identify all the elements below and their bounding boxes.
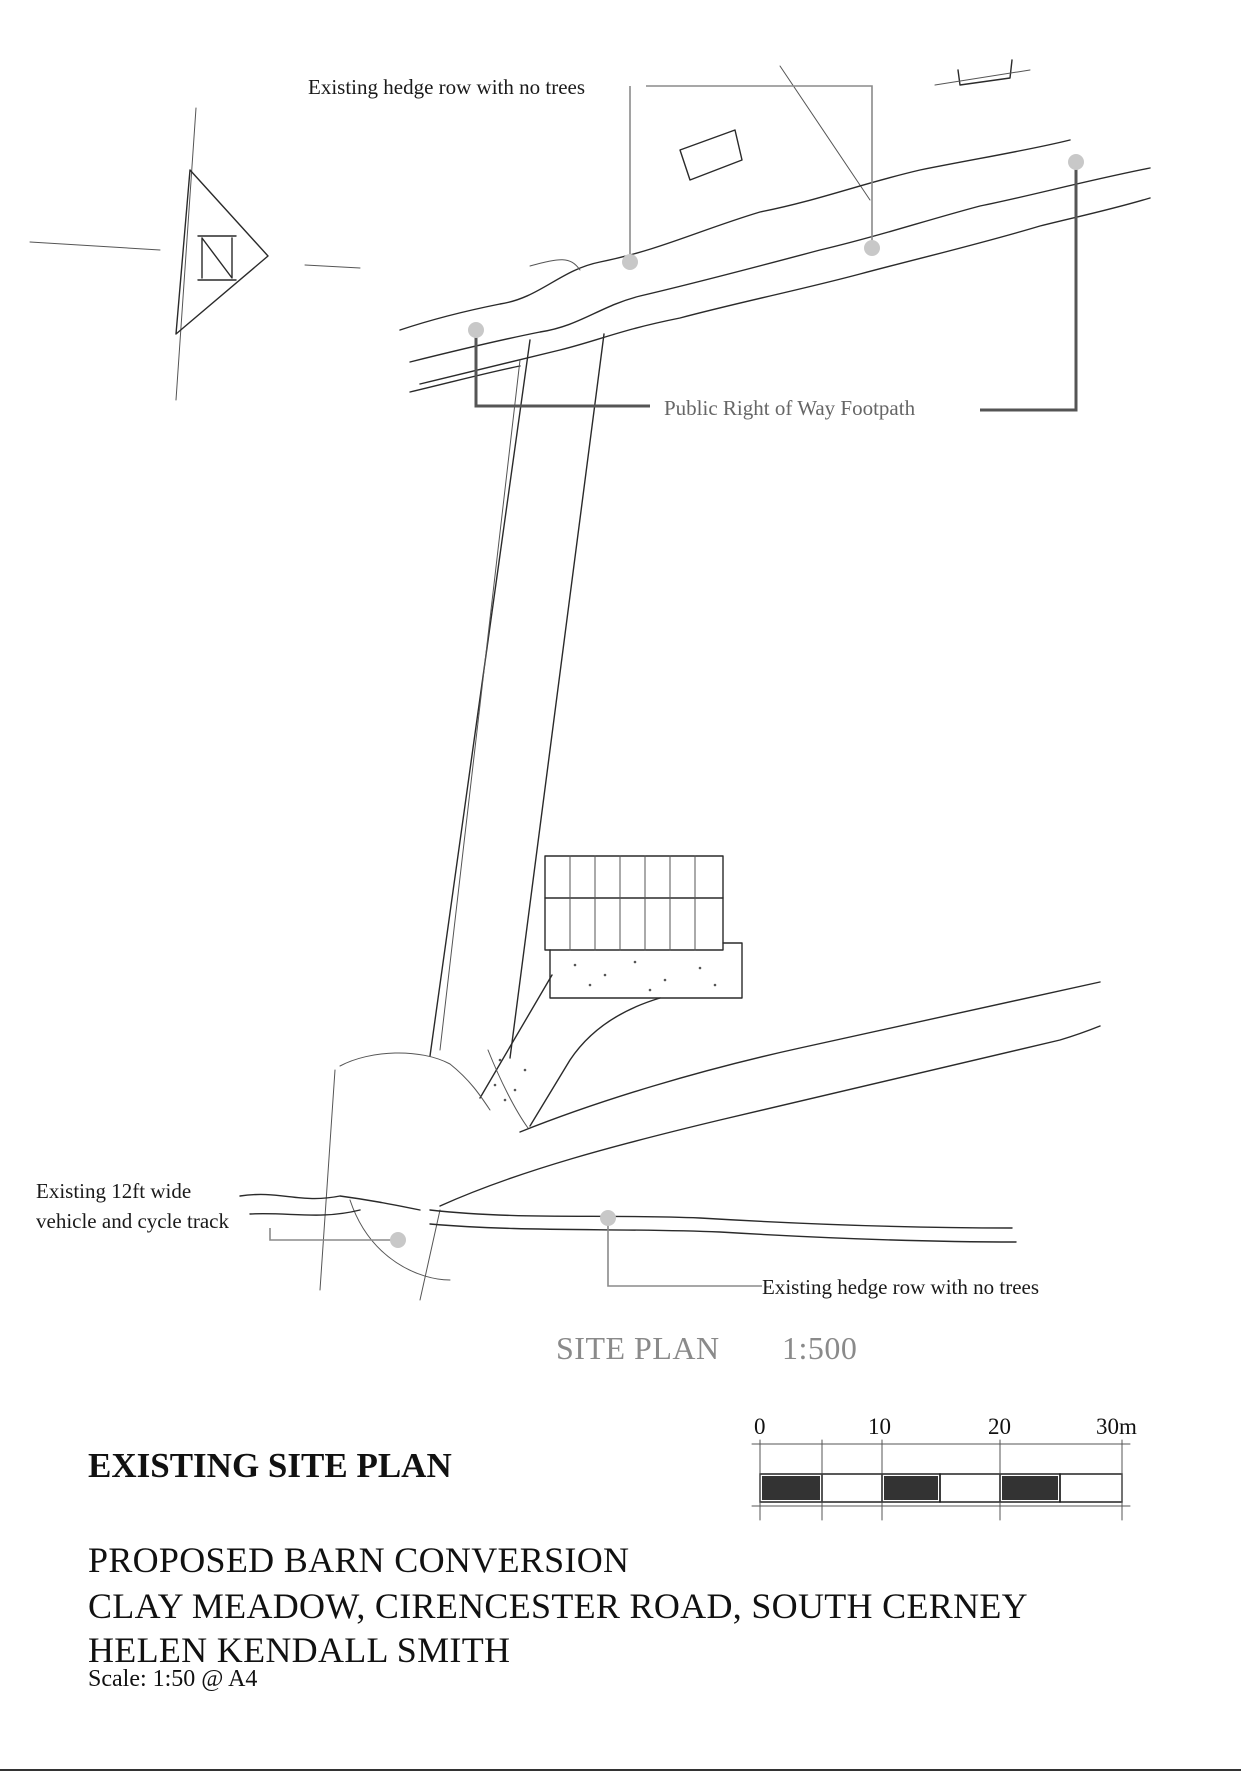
lane-outline xyxy=(429,333,605,1059)
hedge-bottom-label: Existing hedge row with no trees xyxy=(762,1275,1040,1299)
sheet-title: EXISTING SITE PLAN xyxy=(88,1446,452,1485)
scale-bar xyxy=(751,1439,1131,1521)
barn-building xyxy=(544,855,743,999)
bottom-hedge xyxy=(239,1193,1017,1243)
track-label-line1: Existing 12ft wide xyxy=(36,1179,192,1203)
driveway xyxy=(479,974,661,1129)
vehicle-track xyxy=(439,981,1101,1207)
north-arrow-icon xyxy=(29,107,361,401)
scale-label-30: 30m xyxy=(1096,1414,1137,1439)
project-name: PROPOSED BARN CONVERSION xyxy=(88,1540,630,1580)
client-name: HELEN KENDALL SMITH xyxy=(88,1630,511,1670)
junction xyxy=(319,1052,491,1301)
scale-label-20: 20 xyxy=(988,1414,1011,1439)
footpath-corridor xyxy=(399,139,1151,393)
annotation-leaders xyxy=(269,85,1084,1287)
project-address: CLAY MEADOW, CIRENCESTER ROAD, SOUTH CER… xyxy=(88,1586,1028,1626)
drawing-scale: 1:500 xyxy=(782,1330,858,1366)
hedge-top-label: Existing hedge row with no trees xyxy=(308,75,586,99)
scale-label-0: 0 xyxy=(754,1414,766,1439)
drawing-title: SITE PLAN xyxy=(556,1330,720,1366)
scale-note: Scale: 1:50 @ A4 xyxy=(88,1666,258,1692)
track-label-line2: vehicle and cycle track xyxy=(36,1209,229,1233)
scale-label-10: 10 xyxy=(868,1414,891,1439)
footpath-label: Public Right of Way Footpath xyxy=(664,396,916,420)
neighbour-buildings xyxy=(679,59,1031,201)
